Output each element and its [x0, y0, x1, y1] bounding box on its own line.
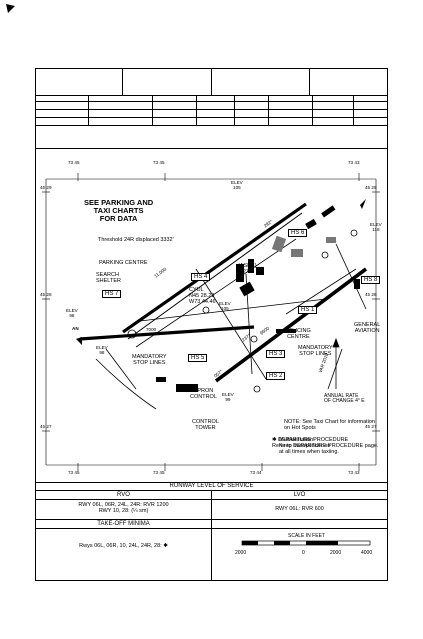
- elevation-label: ELEV 99: [222, 392, 234, 402]
- scale-bar: [241, 540, 371, 546]
- see-parking-note: SEE PARKING AND TAXI CHARTS FOR DATA: [84, 198, 154, 223]
- elevation-label: ELEV 105: [231, 180, 243, 190]
- lat-tick-label: 45 27: [365, 424, 377, 429]
- cyul-label: CYUL N45 28.23 W73 44.46: [189, 287, 216, 305]
- takeoff-head-row: TAKE-OFF MINIMA: [36, 520, 387, 529]
- header-grid: [36, 69, 387, 149]
- runway-length-label: 7000: [146, 327, 157, 332]
- lon-tick-label: 73 45: [68, 470, 80, 475]
- scale-tick: 2000: [330, 550, 342, 556]
- header-row: [36, 110, 387, 118]
- rvo-values: RWY 06L, 06R, 24L, 24R: RVR 1200 RWY 10,…: [78, 502, 169, 515]
- lon-tick-label: 73 43: [348, 160, 360, 165]
- hot-spot-label: HS 4: [191, 273, 211, 281]
- header-cell: [36, 69, 123, 96]
- header-row: [36, 118, 387, 126]
- lat-tick-label: 45 28: [40, 292, 52, 297]
- lon-tick-label: 73 45: [68, 160, 80, 165]
- header-row: [36, 102, 387, 110]
- runway-level-heading: RUNWAY LEVEL OF SERVICE: [36, 482, 387, 491]
- hot-spot-label: HS 3: [266, 350, 286, 358]
- rvo-lvo-values-row: RWY 06L, 06R, 24L, 24R: RVR 1200 RWY 10,…: [36, 500, 387, 520]
- hot-spot-label: HS 6: [288, 229, 308, 237]
- diagram-drawing: [42, 173, 380, 471]
- lon-tick-label: 73 44: [250, 470, 262, 475]
- parking-centre-label: PARKING CENTRE: [99, 260, 148, 266]
- deicing-label: DE-ICING CENTRE: [286, 328, 311, 340]
- hot-spot-label: HS 2: [266, 372, 286, 380]
- asde-label: (ASDE) 272: [238, 263, 257, 275]
- lvo-heading: LVO: [293, 492, 306, 498]
- runway-06l-24r: [214, 267, 368, 383]
- elevation-label: ELEV 98: [66, 308, 78, 318]
- annual-rate-label: ANNUAL RATE OF CHANGE 4° E: [324, 393, 365, 405]
- lat-tick-label: 45 27: [40, 424, 52, 429]
- hot-spots-note: NOTE: See Taxi Chart for information on …: [284, 419, 375, 431]
- elevation-label: ELEV 105: [219, 301, 231, 311]
- takeoff-values: Rwys 06L, 06R, 10, 24L, 24R, 28: ✱: [79, 543, 168, 549]
- runway-06l-24r-center: [127, 212, 303, 340]
- search-shelter-label: SEARCH SHELTER: [96, 272, 121, 284]
- rvo-lvo-head-row: RVO LVO: [36, 491, 387, 500]
- hot-spot-label: HS 1: [298, 306, 318, 314]
- runway-06r-24l: [122, 202, 307, 334]
- elevation-label: ELEV 118: [370, 222, 382, 232]
- scale-tick: 0: [302, 550, 305, 556]
- multilateration-note: Multilateration: Keep transponder on at …: [279, 437, 339, 455]
- hot-spot-label: HS 7: [102, 290, 122, 298]
- scale-tick: 2000: [235, 550, 247, 556]
- general-aviation-label: GENERAL AVIATION: [354, 322, 381, 334]
- departure-note: ✱ DEPARTURE PROCEDURE Refer to DEPARTURE…: [272, 437, 379, 449]
- lvo-values: RWY 06L: RVR 600: [275, 506, 324, 512]
- airport-diagram: 73 45 73 45 73 43 73 45 73 45 73 44 73 4…: [36, 149, 387, 483]
- header-row: [36, 96, 387, 102]
- lon-tick-label: 73 45: [153, 470, 165, 475]
- hot-spot-label: HS 5: [188, 354, 208, 362]
- scale-title: SCALE IN FEET: [288, 533, 325, 539]
- header-row: [36, 126, 387, 149]
- lat-tick-label: 45 28: [365, 292, 377, 297]
- takeoff-values-row: Rwys 06L, 06R, 10, 24L, 24R, 28: ✱ SCALE…: [36, 529, 387, 580]
- lat-tick-label: 45 29: [40, 185, 52, 190]
- lat-tick-label: 45 29: [365, 185, 377, 190]
- hot-spot-label: HS 8: [361, 276, 381, 284]
- threshold-note: Threshold 24R displaced 3332': [98, 237, 174, 243]
- header-cell: [310, 69, 387, 96]
- header-cell: [123, 69, 212, 96]
- rvo-heading: RVO: [117, 492, 130, 498]
- mandatory-stop-right: MANDATORY STOP LINES: [298, 345, 333, 357]
- mandatory-stop-left: MANDATORY STOP LINES: [132, 354, 167, 366]
- scale-tick: 4000: [361, 550, 373, 556]
- heading-label: 282°: [198, 328, 208, 333]
- lon-tick-label: 73 45: [153, 160, 165, 165]
- atis-label: AN: [72, 326, 79, 331]
- takeoff-heading: TAKE-OFF MINIMA: [97, 521, 150, 527]
- control-tower-label: CONTROL TOWER: [192, 419, 219, 431]
- elevation-label: ELEV 98: [96, 345, 108, 355]
- runway-10-28: [79, 325, 255, 341]
- lon-tick-label: 73 43: [348, 470, 360, 475]
- header-cell: [212, 69, 310, 96]
- apron-control-label: APRON CONTROL: [190, 388, 217, 400]
- page-corner-mark: [6, 4, 15, 13]
- chart-frame: 73 45 73 45 73 43 73 45 73 45 73 44 73 4…: [35, 68, 388, 581]
